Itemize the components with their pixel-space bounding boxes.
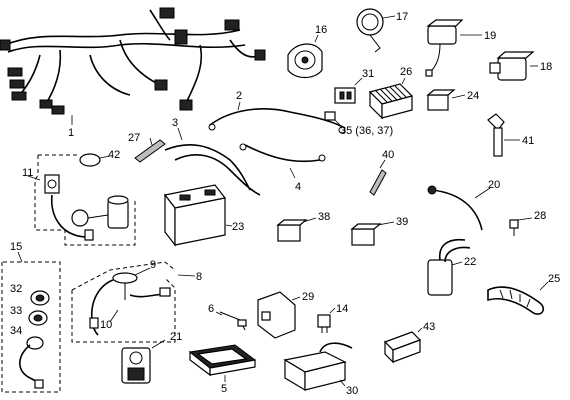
callout-21: 21 [170,331,182,343]
part-cables [164,101,346,196]
part-6 [215,311,247,331]
callout-6: 6 [208,303,214,315]
callout-8: 8 [196,271,202,283]
part-31 [334,77,363,104]
callout-35: 35 (36, 37) [340,125,393,137]
part-21 [121,339,166,384]
part-18 [489,51,538,81]
callout-38: 38 [318,211,330,223]
part-29 [257,291,301,339]
callout-10: 10 [100,319,112,331]
callout-43: 43 [423,321,435,333]
callout-40: 40 [382,149,394,161]
callout-26: 26 [400,66,412,78]
callout-20: 20 [488,179,500,191]
part-14 [317,307,336,333]
callout-42: 42 [108,149,120,161]
callout-1: 1 [68,127,74,139]
part-5 [188,344,257,382]
part-switch-group [1,251,61,393]
part-35 [324,111,341,126]
part-40 [369,159,387,196]
callout-41: 41 [522,135,534,147]
part-26 [368,77,414,120]
callout-18: 18 [540,61,552,73]
part-17 [356,8,396,53]
part-22 [427,238,471,296]
callout-2: 2 [236,90,242,102]
part-strip [134,137,166,163]
part-25 [487,281,549,315]
part-41 [487,113,520,157]
callout-4: 4 [295,181,301,193]
callout-27: 27 [128,132,140,144]
part-28 [509,217,533,236]
part-20 [427,185,491,231]
callout-31: 31 [362,68,374,80]
part-battery [163,184,233,247]
part-fuel-pump-group [71,261,196,343]
callout-5: 5 [221,383,227,395]
part-wiring-harness [0,7,266,125]
part-30 [283,342,353,392]
callout-9: 9 [150,259,156,271]
callout-17: 17 [396,11,408,23]
callout-11: 11 [22,167,33,179]
callout-24: 24 [467,90,479,102]
part-16 [287,34,323,79]
callout-16: 16 [315,24,327,36]
callout-32: 32 [10,283,22,295]
part-24 [426,89,466,111]
callout-30: 30 [346,385,358,397]
callout-28: 28 [534,210,546,222]
callout-23: 23 [232,221,244,233]
callout-19: 19 [484,30,496,42]
part-ignition-group [27,153,136,246]
callout-33: 33 [10,305,22,317]
callout-29: 29 [302,291,314,303]
part-19 [425,19,482,77]
callout-39: 39 [396,216,408,228]
callout-22: 22 [464,256,476,268]
part-43 [383,327,423,364]
callout-14: 14 [336,303,348,315]
callout-25: 25 [548,273,560,285]
part-39 [350,221,395,246]
callout-34: 34 [10,325,22,337]
callout-3: 3 [172,117,178,129]
part-38 [276,217,317,242]
callout-15: 15 [10,241,22,253]
